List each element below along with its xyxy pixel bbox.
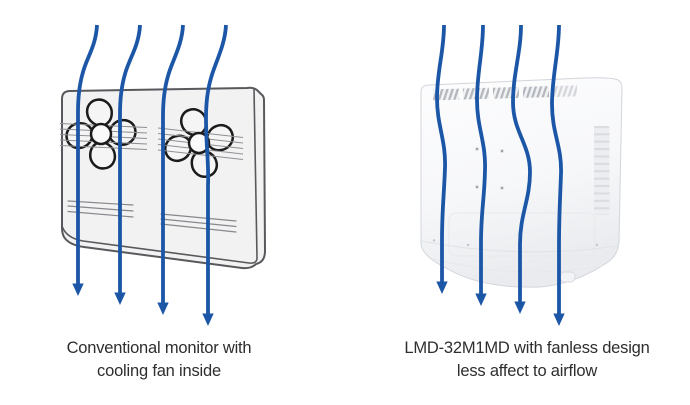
airflow-arrow [157, 24, 185, 315]
left-caption-line2: cooling fan inside [97, 362, 221, 381]
left-caption-line1: Conventional monitor with [66, 339, 252, 357]
airflow-arrow [511, 24, 532, 314]
fan-hub [187, 131, 211, 155]
right-caption-line1: LMD-32M1MD with fanless design [404, 339, 650, 357]
fanless-monitor-graphic [420, 77, 623, 288]
monitor-foot [559, 271, 576, 283]
side-vent-grille [594, 126, 610, 215]
airflow-arrows-right [435, 24, 565, 326]
right-caption-line2: less affect to airflow [456, 362, 598, 381]
monitor-body [420, 77, 623, 288]
right-caption: LMD-32M1MD with fanless design less affe… [374, 337, 680, 383]
left-caption: Conventional monitor with cooling fan in… [16, 337, 302, 383]
airflow-arrow [550, 24, 565, 326]
airflow-arrow [72, 24, 99, 296]
airflow-arrow [475, 24, 487, 306]
airflow-arrow [114, 24, 142, 305]
airflow-arrow [202, 24, 228, 326]
fan-hub [89, 122, 113, 146]
monitor-front-edge [61, 88, 258, 264]
airflow-arrows-left [72, 24, 228, 326]
airflow-arrow [435, 24, 448, 294]
vesa-mount-holes [474, 146, 505, 191]
